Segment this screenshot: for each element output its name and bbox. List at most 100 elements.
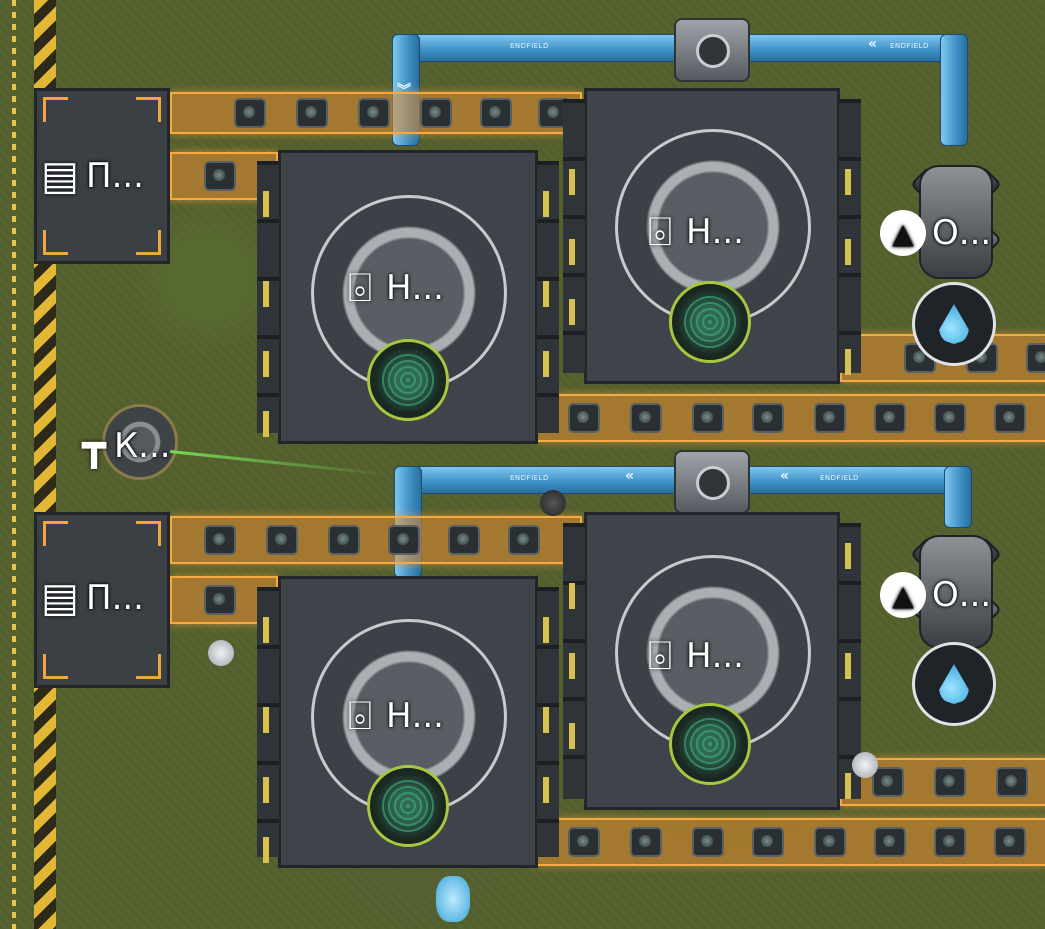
frame-corner	[43, 654, 68, 679]
player-character[interactable]	[208, 640, 234, 666]
belt-slot	[934, 827, 966, 857]
belt-slot	[934, 767, 966, 797]
belt-slot	[874, 403, 906, 433]
port-strip	[537, 587, 559, 857]
pump-name: О...	[932, 213, 992, 253]
pipe-top-right-down	[940, 34, 968, 146]
belt-slot	[234, 98, 266, 128]
belt-slot	[752, 403, 784, 433]
refinery-name: Н...	[686, 212, 744, 252]
belt-slot	[448, 525, 480, 555]
pipe-junction[interactable]	[674, 450, 750, 514]
player-character[interactable]	[436, 876, 470, 922]
frame-corner	[43, 521, 68, 546]
belt-slot	[994, 827, 1026, 857]
belt-slot	[814, 403, 846, 433]
frame-corner	[136, 230, 161, 255]
refinery-top-right[interactable]	[563, 88, 861, 384]
storage-unit-bottom[interactable]	[34, 512, 170, 688]
refinery-bottom-left[interactable]	[257, 576, 559, 868]
belt-slot	[872, 767, 904, 797]
pipe-bottom-right-down	[944, 466, 972, 528]
belt-slot	[994, 403, 1026, 433]
belt-slot	[814, 827, 846, 857]
frame-corner	[136, 654, 161, 679]
belt-slot	[508, 525, 540, 555]
port-strip	[839, 99, 861, 375]
flow-chevron-icon: «	[625, 468, 635, 484]
refinery-label: ⌻ Н...	[340, 262, 444, 314]
pipe-text: ENDFIELD	[510, 42, 549, 50]
port-strip	[257, 587, 279, 863]
storage-label-top: ▤ П...	[40, 150, 144, 202]
refinery-label: ⌻ Н...	[340, 690, 444, 742]
refinery-icon: ⌻	[648, 209, 672, 255]
liquid-drop-icon	[912, 642, 996, 726]
oil-drop-icon: ▲	[880, 572, 926, 618]
drone-unit[interactable]	[540, 490, 566, 516]
refinery-name: Н...	[386, 268, 444, 308]
refinery-icon: ⌻	[348, 693, 372, 739]
water-pump-top[interactable]	[884, 140, 1024, 280]
belt-slot	[630, 827, 662, 857]
flow-chevron-icon: «	[868, 36, 878, 52]
pipe-text: ENDFIELD	[820, 474, 859, 482]
frame-corner	[43, 230, 68, 255]
storage-name: П...	[86, 156, 144, 196]
port-strip	[257, 161, 279, 437]
conveyor-belt[interactable]	[536, 394, 1045, 442]
pipe-junction[interactable]	[674, 18, 750, 82]
ore-output[interactable]	[669, 281, 751, 363]
boundary-dash-line	[12, 0, 16, 929]
ore-output[interactable]	[669, 703, 751, 785]
pump-label-bottom: ▲ О...	[880, 572, 991, 618]
belt-slot	[568, 827, 600, 857]
flow-chevron-icon: «	[780, 468, 790, 484]
belt-slot	[204, 161, 236, 191]
pump-body	[919, 165, 993, 279]
refinery-name: Н...	[386, 696, 444, 736]
player-character[interactable]	[852, 752, 878, 778]
water-pump-bottom[interactable]	[884, 510, 1024, 650]
belt-slot	[874, 827, 906, 857]
refinery-top-left[interactable]	[257, 150, 559, 444]
relay-tower[interactable]	[102, 404, 178, 480]
belt-slot	[204, 585, 236, 615]
conveyor-belt[interactable]	[170, 516, 582, 564]
belt-slot	[388, 525, 420, 555]
pump-body	[919, 535, 993, 649]
oil-drop-icon: ▲	[880, 210, 926, 256]
storage-name: П...	[86, 578, 144, 618]
refinery-label: ⌻ Н...	[640, 630, 744, 682]
belt-slot	[266, 525, 298, 555]
ore-output[interactable]	[367, 765, 449, 847]
conveyor-belt[interactable]	[170, 92, 582, 134]
storage-label-bottom: ▤ П...	[40, 572, 144, 624]
belt-slot	[328, 525, 360, 555]
storage-unit-top[interactable]	[34, 88, 170, 264]
belt-slot	[692, 827, 724, 857]
conveyor-belt[interactable]	[536, 818, 1045, 866]
tower-label: ┳ К...	[80, 420, 171, 472]
ore-output[interactable]	[367, 339, 449, 421]
refinery-label: ⌻ Н...	[640, 206, 744, 258]
pipe-text: ENDFIELD	[510, 474, 549, 482]
refinery-icon: ⌻	[648, 633, 672, 679]
storage-crate-icon: ▤	[41, 153, 79, 199]
belt-slot	[296, 98, 328, 128]
port-strip	[563, 99, 585, 373]
belt-slot	[692, 403, 724, 433]
pump-label-top: ▲ О...	[880, 210, 991, 256]
frame-corner	[43, 97, 68, 122]
belt-slot	[630, 403, 662, 433]
relay-tower-icon: ┳	[81, 423, 107, 469]
refinery-bottom-right[interactable]	[563, 512, 861, 810]
liquid-drop-icon	[912, 282, 996, 366]
port-strip	[839, 523, 861, 799]
refinery-name: Н...	[686, 636, 744, 676]
port-strip	[537, 161, 559, 433]
belt-slot	[358, 98, 390, 128]
belt-slot	[934, 403, 966, 433]
storage-crate-icon: ▤	[41, 575, 79, 621]
belt-slot	[1026, 343, 1045, 373]
